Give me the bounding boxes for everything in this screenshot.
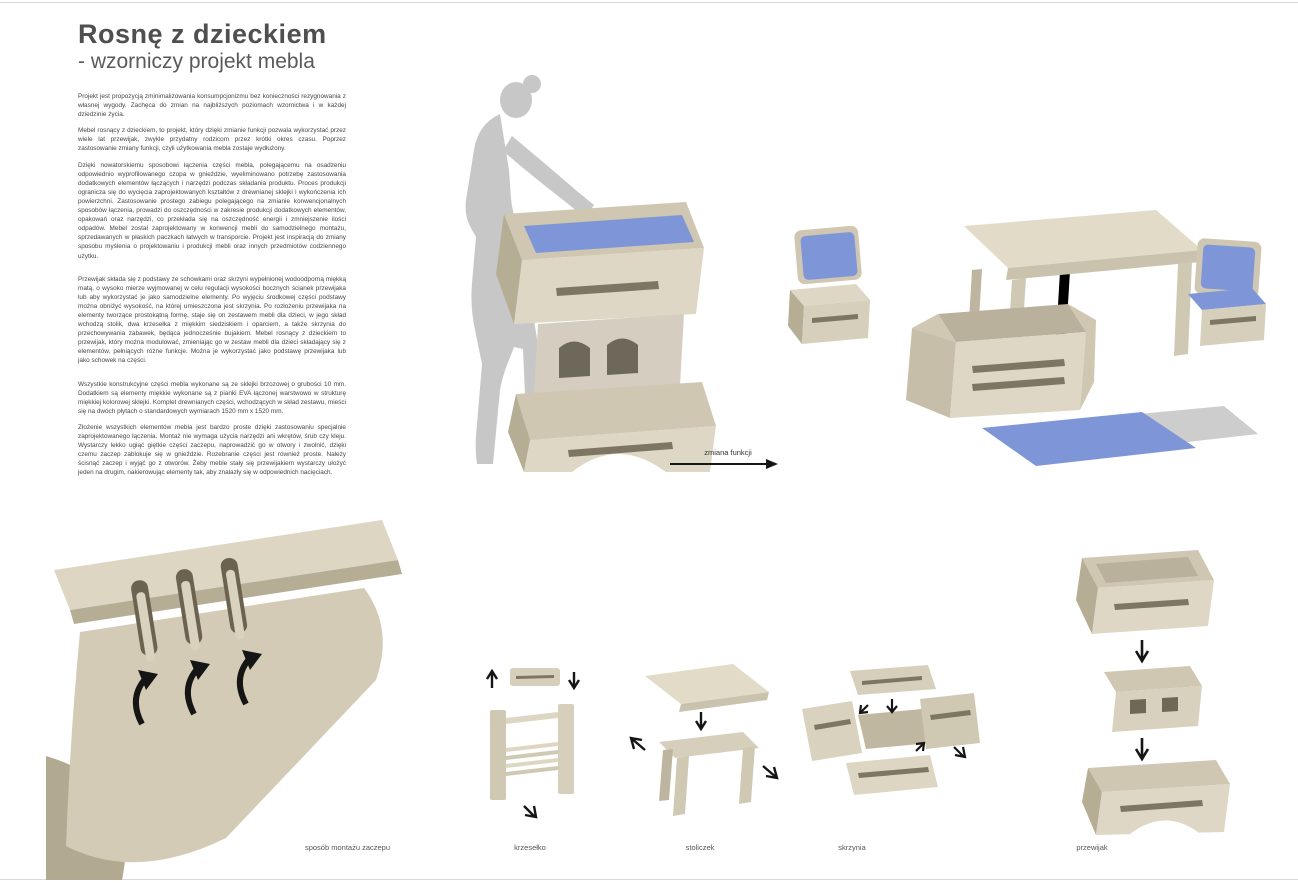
changing-table-render [465, 75, 716, 472]
child-chair-left [788, 225, 870, 344]
table-parts [645, 664, 769, 816]
function-change-annotation: zmiana funkcji [668, 448, 788, 470]
joint-lower-panel [66, 588, 383, 863]
page-bottom-edge [0, 879, 1298, 880]
floor-mats [982, 406, 1258, 466]
changer-base [1082, 760, 1230, 835]
assembly-arrows [485, 668, 581, 819]
caption-changer: przewijak [1076, 843, 1108, 852]
assembly-arrows [629, 712, 779, 780]
joint-tabs [131, 557, 248, 662]
assembly-arrows [858, 699, 967, 759]
exploded-table-render [629, 664, 779, 816]
furniture-set-render [788, 210, 1266, 466]
page-title: Rosnę z dzieckiem [78, 19, 327, 49]
box-parts [802, 665, 980, 795]
paragraph-1: Projekt jest propozycją zminimalizowania… [78, 93, 346, 119]
joint-detail-render [46, 520, 402, 880]
caption-box: skrzynia [838, 843, 866, 852]
function-change-label: zmiana funkcji [704, 448, 752, 457]
changer-middle-part [1104, 666, 1202, 732]
exploded-changer-render [1076, 550, 1230, 835]
paragraph-5: Wszystkie konstrukcyjne części mebla wyk… [78, 380, 346, 415]
motion-arrows [133, 650, 262, 726]
changing-table [496, 202, 716, 472]
changer-top-crate [1076, 550, 1214, 634]
toy-crate [906, 304, 1096, 418]
chair-parts [490, 668, 574, 800]
paragraph-3: Dzięki nowatorskiemu sposobowi łączenia … [78, 161, 346, 260]
caption-chair: krzesełko [514, 843, 546, 852]
assembly-arrows [1134, 640, 1150, 762]
child-chair-right [1188, 238, 1266, 346]
description-text: Projekt jest propozycją zminimalizowania… [78, 92, 346, 484]
header: Rosnę z dzieckiem - wzorniczy projekt me… [78, 19, 398, 74]
page-top-edge [0, 2, 1298, 3]
caption-table: stoliczek [685, 843, 715, 852]
paragraph-6: Złożenie wszystkich elementów mebla jest… [78, 423, 346, 477]
paragraph-4: Przewijak składa się z podstawy ze schow… [78, 275, 346, 365]
caption-joint: sposób montażu zaczepu [304, 843, 391, 852]
paragraph-2: Mebel rosnący z dzieckiem, to projekt, k… [78, 127, 346, 153]
right-arrow-icon [670, 459, 778, 469]
page-subtitle: - wzorniczy projekt mebla [78, 50, 315, 74]
exploded-box-render [802, 665, 980, 795]
exploded-chair-render [485, 668, 581, 819]
